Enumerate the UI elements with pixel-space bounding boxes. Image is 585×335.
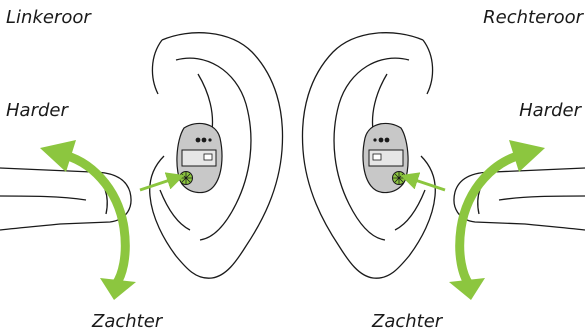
right-hearing-aid-icon [362, 122, 409, 194]
left-hand-drawing [0, 167, 132, 231]
left-pointer-arrow [139, 172, 185, 192]
left-volume-arrow [40, 140, 136, 300]
right-ear-label: Rechteroor [483, 7, 583, 28]
left-louder-label: Harder [6, 100, 68, 121]
left-ear-drawing [149, 32, 284, 279]
right-louder-label: Harder [519, 100, 581, 121]
right-ear-drawing [301, 32, 436, 279]
left-hearing-aid-icon [176, 122, 223, 194]
left-ear-label: Linkeroor [6, 7, 91, 28]
right-pointer-arrow [400, 172, 446, 192]
left-softer-label: Zachter [92, 311, 163, 332]
right-softer-label: Zachter [372, 311, 443, 332]
right-volume-arrow [449, 140, 545, 300]
